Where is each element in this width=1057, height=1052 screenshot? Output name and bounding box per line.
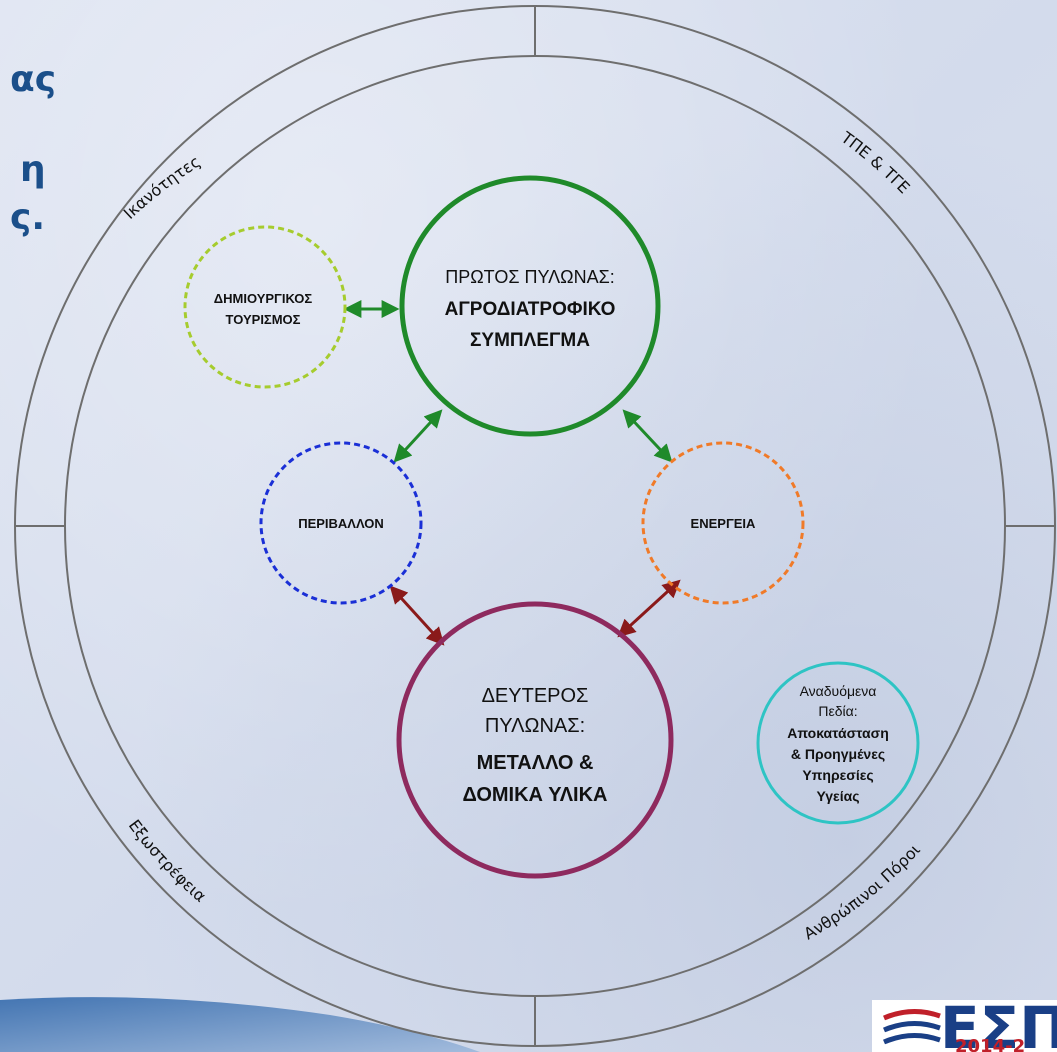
node-environment-circle (259, 441, 423, 605)
arrow-energy-pillar2 (617, 579, 681, 638)
node-emerging-line2: Πεδία: (818, 703, 857, 719)
ring-label-ict: ΤΠΕ & ΤΓΕ (837, 127, 914, 197)
node-pillar1-line1: ΠΡΩΤΟΣ ΠΥΛΩΝΑΣ: (445, 267, 615, 287)
decorative-swirl (0, 997, 480, 1052)
arrow-environment-pillar2 (389, 585, 445, 646)
node-emerging-line4: & Προηγμένες (791, 746, 885, 762)
node-environment-label: ΠΕΡΙΒΑΛΛΟΝ (298, 516, 384, 531)
node-emerging-line5: Υπηρεσίες (802, 767, 873, 783)
espa-logo-text: ΕΣΠ (940, 994, 1057, 1052)
node-energy-label: ΕΝΕΡΓΕΙΑ (691, 516, 756, 531)
node-tourism-line2: ΤΟΥΡΙΣΜΟΣ (226, 312, 301, 327)
node-pillar1-line2: ΑΓΡΟΔΙΑΤΡΟΦΙΚΟ (445, 299, 616, 320)
node-emerging-line1: Αναδυόμενα (800, 683, 877, 699)
node-pillar2-line2: ΠΥΛΩΝΑΣ: (485, 715, 585, 737)
slide-title-fragment-3: ς. (10, 197, 46, 238)
arrow-pillar1-energy (622, 409, 673, 463)
node-pillar1-line3: ΣΥΜΠΛΕΓΜΑ (470, 330, 590, 351)
espa-logo-year: 2014-2 (955, 1036, 1025, 1052)
node-tourism-line1: ΔΗΜΙΟΥΡΓΙΚΟΣ (214, 291, 313, 306)
node-emerging-line6: Υγείας (817, 788, 860, 804)
ring-label-competences: Ικανότητες (120, 152, 204, 223)
node-pillar2-circle (396, 601, 674, 879)
node-tourism-circle (183, 225, 347, 389)
node-pillar1-circle (399, 175, 661, 437)
node-energy-circle (641, 441, 805, 605)
arrow-environment-pillar1 (393, 409, 443, 463)
node-pillar2-line3: ΜΕΤΑΛΛΟ & (477, 752, 594, 774)
slide-title-fragment-2: η (20, 149, 46, 190)
node-emerging-line3: Αποκατάσταση (787, 725, 889, 741)
node-pillar2-line4: ΔΟΜΙΚΑ ΥΛΙΚΑ (463, 784, 608, 806)
slide-title-fragment-1: ας (10, 59, 57, 100)
outer-ring (14, 5, 1056, 1047)
inner-ring (64, 55, 1006, 997)
espa-logo: ΕΣΠ 2014-2 (872, 994, 1057, 1052)
node-emerging-circle (756, 661, 920, 825)
node-pillar2-line1: ΔΕΥΤΕΡΟΣ (482, 685, 589, 707)
